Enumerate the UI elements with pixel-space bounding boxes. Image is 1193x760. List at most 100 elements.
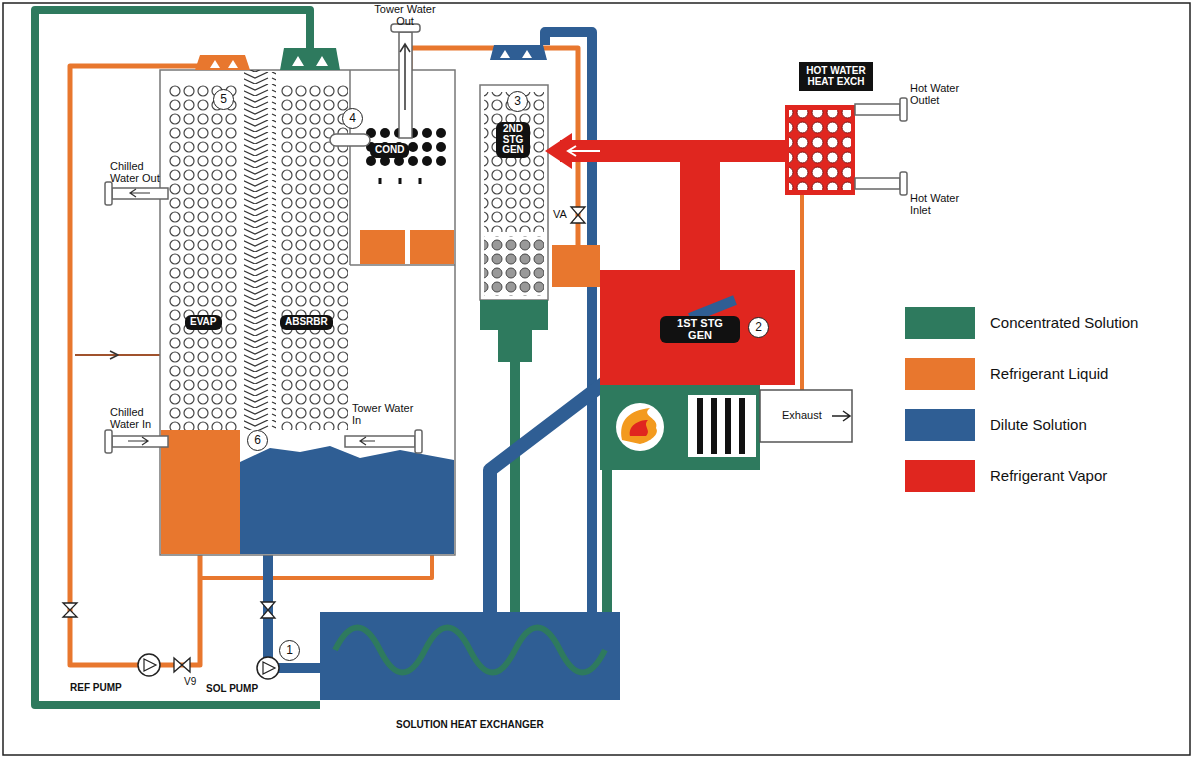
part-label: Chilled Water Out xyxy=(110,160,172,184)
label-tag: 1ST STG GEN xyxy=(660,316,740,343)
refrigerant-vapor xyxy=(560,140,788,162)
burner xyxy=(688,395,756,457)
solution-heat-exchanger xyxy=(335,628,605,673)
legend-text: Refrigerant Liquid xyxy=(990,366,1108,383)
hot-water-pipes xyxy=(900,172,907,195)
second-stage-generator xyxy=(484,236,544,296)
callout-number: 3 xyxy=(507,91,528,112)
chilled-water-pipes xyxy=(105,430,112,453)
part-label: SOL PUMP xyxy=(206,683,258,694)
label-tag: EVAP xyxy=(185,315,222,330)
part-label: Tower Water Out xyxy=(369,3,441,27)
burner xyxy=(630,420,648,436)
refrigerant-vapor xyxy=(545,105,855,385)
second-stage-generator xyxy=(480,300,548,362)
solution-heat-exchanger xyxy=(320,612,620,700)
refrigerant-liquid-pipe xyxy=(70,48,802,665)
refrigerant-vapor xyxy=(600,270,795,385)
pumps-and-valves xyxy=(138,654,160,676)
callout-number: 6 xyxy=(247,430,268,451)
part-label: VA xyxy=(553,208,567,220)
tower-water-pipes xyxy=(415,430,422,453)
tower-water-pipes xyxy=(330,134,370,146)
burner xyxy=(616,403,664,451)
second-stage-generator xyxy=(484,92,544,232)
part-label: V9 xyxy=(184,676,196,687)
tower-water-pipes xyxy=(400,44,410,110)
label-tag: COND xyxy=(370,143,409,158)
absorber-evaporator-shell xyxy=(160,70,455,555)
concentrated-solution-pipe xyxy=(510,360,520,612)
tower-water-pipes xyxy=(399,32,412,138)
callout-number: 1 xyxy=(279,640,300,661)
node-text: ABSRBR xyxy=(285,317,328,328)
legend-swatch xyxy=(905,460,975,492)
absorber-evaporator-shell xyxy=(350,264,455,266)
absorber-evaporator-shell xyxy=(160,70,455,555)
pumps-and-valves xyxy=(571,207,585,223)
tower-water-pipes xyxy=(345,436,415,447)
callout-number: 2 xyxy=(748,317,769,338)
absorber-evaporator-shell xyxy=(244,70,276,430)
absorber-evaporator-shell xyxy=(167,84,239,430)
part-label: SOLUTION HEAT EXCHANGER xyxy=(396,719,544,730)
pumps-and-valves xyxy=(174,658,190,672)
burner xyxy=(621,408,657,444)
burner xyxy=(700,398,742,454)
second-stage-generator xyxy=(480,85,548,300)
node-text: 1ST STG GEN xyxy=(665,318,735,341)
spray-headers xyxy=(195,45,547,70)
concentrated-solution-pipe xyxy=(602,470,612,612)
condenser xyxy=(380,178,420,184)
label-tag: 2ND STG GEN xyxy=(496,122,530,158)
chilled-water-pipes xyxy=(130,189,150,197)
refrigerant-liquid-pipe xyxy=(160,555,200,665)
refrigerant-vapor xyxy=(568,146,600,156)
concentrated-solution-pipe xyxy=(35,10,607,705)
dilute-solution-pipe xyxy=(545,32,592,612)
callout-number: 5 xyxy=(213,89,234,110)
tower-water-pipes xyxy=(360,437,375,445)
condenser xyxy=(410,230,454,264)
legend-text: Dilute Solution xyxy=(990,417,1087,434)
legend-swatch xyxy=(905,307,975,339)
pumps-and-valves xyxy=(63,603,77,617)
refrigerant-liquid-pipe xyxy=(110,351,118,359)
hot-water-pipes xyxy=(900,98,907,121)
solution-heat-exchanger xyxy=(320,612,620,700)
absorber-evaporator-shell xyxy=(161,430,240,554)
absorber-evaporator-shell xyxy=(240,446,454,554)
part-label: Exhaust xyxy=(782,409,822,421)
legend-text: Concentrated Solution xyxy=(990,315,1138,332)
part-label: Hot Water Outlet xyxy=(910,82,980,106)
burner xyxy=(600,385,852,470)
label-tag: HOT WATER HEAT EXCH xyxy=(799,62,873,91)
legend-swatch xyxy=(905,409,975,441)
part-label: Chilled Water In xyxy=(110,406,172,430)
spray-headers xyxy=(195,55,250,70)
refrigerant-vapor xyxy=(789,110,851,190)
part-label: Hot Water Inlet xyxy=(910,192,980,216)
legend-swatch xyxy=(905,358,975,390)
chilled-water-pipes xyxy=(105,182,112,205)
tower-water-pipes xyxy=(330,24,422,453)
absorber-evaporator-shell xyxy=(349,70,351,265)
node-text: COND xyxy=(375,145,404,156)
chilled-water-pipes xyxy=(112,188,168,199)
pumps-and-valves xyxy=(261,602,275,618)
second-stage-generator xyxy=(480,85,600,362)
refrigerant-vapor xyxy=(785,105,855,195)
condenser xyxy=(360,128,454,264)
hot-water-pipes xyxy=(855,178,900,189)
frame xyxy=(3,3,1190,755)
label-tag: ABSRBR xyxy=(280,315,333,330)
legend-text: Refrigerant Vapor xyxy=(990,468,1107,485)
pumps-and-valves xyxy=(144,659,156,671)
spray-headers xyxy=(490,45,547,60)
pumps-and-valves xyxy=(63,207,585,679)
part-label: Tower Water In xyxy=(352,402,414,426)
node-text: 2ND STG GEN xyxy=(501,124,525,156)
condenser xyxy=(360,230,405,264)
burner xyxy=(832,411,850,421)
